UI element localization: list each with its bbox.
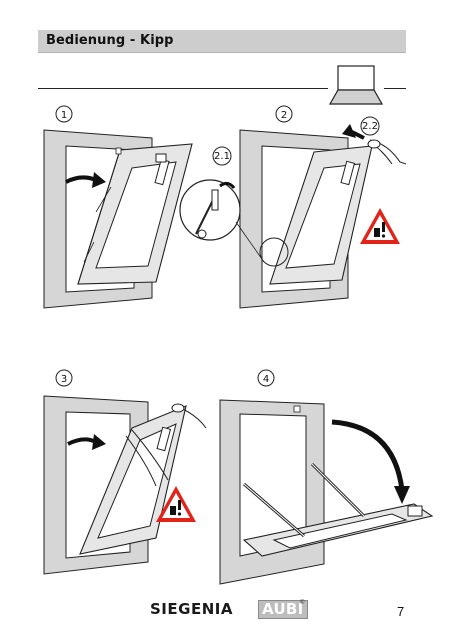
warning-triangle-icon [360, 208, 400, 244]
registered-mark: ® [300, 600, 305, 606]
step-3-illustration: 3 [43, 369, 207, 575]
curved-arrow-icon [331, 419, 410, 504]
step-2-illustration: 2 2.2 2.1 [179, 105, 407, 309]
hand-icon [367, 139, 407, 165]
warning-triangle-icon [156, 486, 196, 522]
step-1-illustration: 1 [43, 105, 193, 309]
curved-arrow-icon [65, 172, 106, 188]
page-number: 7 [397, 604, 405, 619]
step-2-number: 2 [281, 110, 287, 121]
divider-line-left [38, 88, 328, 89]
step-3-number: 3 [61, 374, 67, 385]
laptop-icon [328, 65, 384, 105]
brand-logo-siegenia: SIEGENIA [150, 600, 233, 618]
step-4-illustration: 4 [219, 369, 434, 585]
handle-icon [154, 153, 170, 186]
step-2-1-number: 2.1 [214, 151, 230, 162]
section-header-bar: Bedienung - Kipp [38, 30, 406, 53]
step-2-2-number: 2.2 [362, 121, 378, 132]
step-4-number: 4 [263, 374, 269, 385]
divider-line-right [384, 88, 406, 89]
step-1-number: 1 [61, 110, 67, 121]
brand-logo-aubi: AUBI [258, 600, 308, 619]
section-title: Bedienung - Kipp [46, 33, 174, 48]
